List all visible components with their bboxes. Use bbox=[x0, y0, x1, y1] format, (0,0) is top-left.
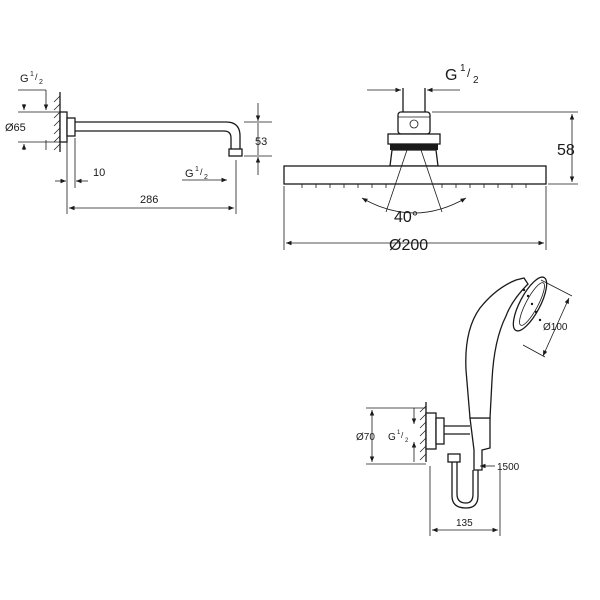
holder-column bbox=[469, 417, 491, 471]
arm-upper-edge bbox=[75, 121, 241, 150]
arm-thread-sub: 2 bbox=[39, 79, 43, 86]
flange-collar bbox=[66, 117, 76, 137]
arm-offset-label: 10 bbox=[93, 167, 105, 179]
arm-outlet-thread-label: G bbox=[185, 168, 194, 180]
ball-joint-band bbox=[390, 144, 438, 150]
shower-arm-drawing: G 1 / 2 Ø65 10 286 53 G 1 / 2 bbox=[5, 71, 272, 214]
head-diameter-label: Ø200 bbox=[389, 237, 428, 254]
wall-hatch bbox=[53, 92, 61, 152]
head-thread-sup: 1 bbox=[460, 63, 466, 74]
hand-depth-label: 135 bbox=[456, 518, 473, 529]
wall-elbow-flange bbox=[425, 412, 437, 450]
head-nut-mark bbox=[409, 119, 419, 129]
arm-drop-label: 53 bbox=[255, 136, 267, 148]
wall-elbow-body bbox=[435, 417, 445, 445]
arm-outlet-thread-sup: 1 bbox=[195, 166, 199, 173]
arm-thread-label: G bbox=[20, 73, 29, 85]
hose-inner bbox=[456, 462, 474, 504]
head-angle-label: 40° bbox=[394, 209, 418, 226]
wall-hatch-lower bbox=[419, 402, 427, 462]
head-height-label: 58 bbox=[557, 142, 575, 159]
head-plate bbox=[283, 165, 547, 185]
arm-lower-edge bbox=[75, 130, 232, 150]
arm-diameter-label: Ø65 bbox=[5, 122, 26, 134]
svg-text:/: / bbox=[467, 66, 471, 80]
arm-length-label: 286 bbox=[140, 194, 158, 206]
arm-thread-sup: 1 bbox=[30, 71, 34, 78]
wall-flange bbox=[59, 111, 68, 143]
svg-text:/: / bbox=[35, 72, 38, 82]
hand-shower-jets bbox=[522, 288, 542, 322]
arm-outlet-thread-sub: 2 bbox=[204, 174, 208, 181]
head-nut bbox=[397, 111, 431, 135]
spray-nozzles bbox=[301, 184, 527, 188]
hose-length-label: 1500 bbox=[497, 462, 520, 473]
ball-joint-body bbox=[389, 149, 439, 167]
head-thread-label: G bbox=[445, 67, 457, 84]
hand-head-diameter-label: Ø100 bbox=[543, 322, 568, 333]
hand-thread-sup: 1 bbox=[397, 430, 401, 436]
head-shower-drawing: 40° G 1 / 2 58 Ø200 bbox=[283, 63, 578, 254]
ball-joint-ring bbox=[387, 133, 441, 145]
arm-outlet bbox=[228, 148, 243, 157]
svg-text:/: / bbox=[200, 167, 203, 177]
angle-arc bbox=[361, 197, 467, 214]
hose-outer bbox=[451, 462, 479, 509]
hand-thread-label: G bbox=[388, 432, 396, 443]
hand-thread-sub: 2 bbox=[405, 438, 409, 444]
head-thread-sub: 2 bbox=[473, 75, 479, 86]
svg-text:/: / bbox=[401, 431, 404, 440]
hose-connector bbox=[447, 453, 461, 463]
hand-shower-handle bbox=[465, 277, 529, 419]
hand-shower-drawing: Ø100 Ø70 G 1 / 2 1500 135 bbox=[356, 276, 573, 536]
hand-elbow-diameter-label: Ø70 bbox=[356, 432, 375, 443]
hand-shower-head bbox=[512, 276, 548, 332]
